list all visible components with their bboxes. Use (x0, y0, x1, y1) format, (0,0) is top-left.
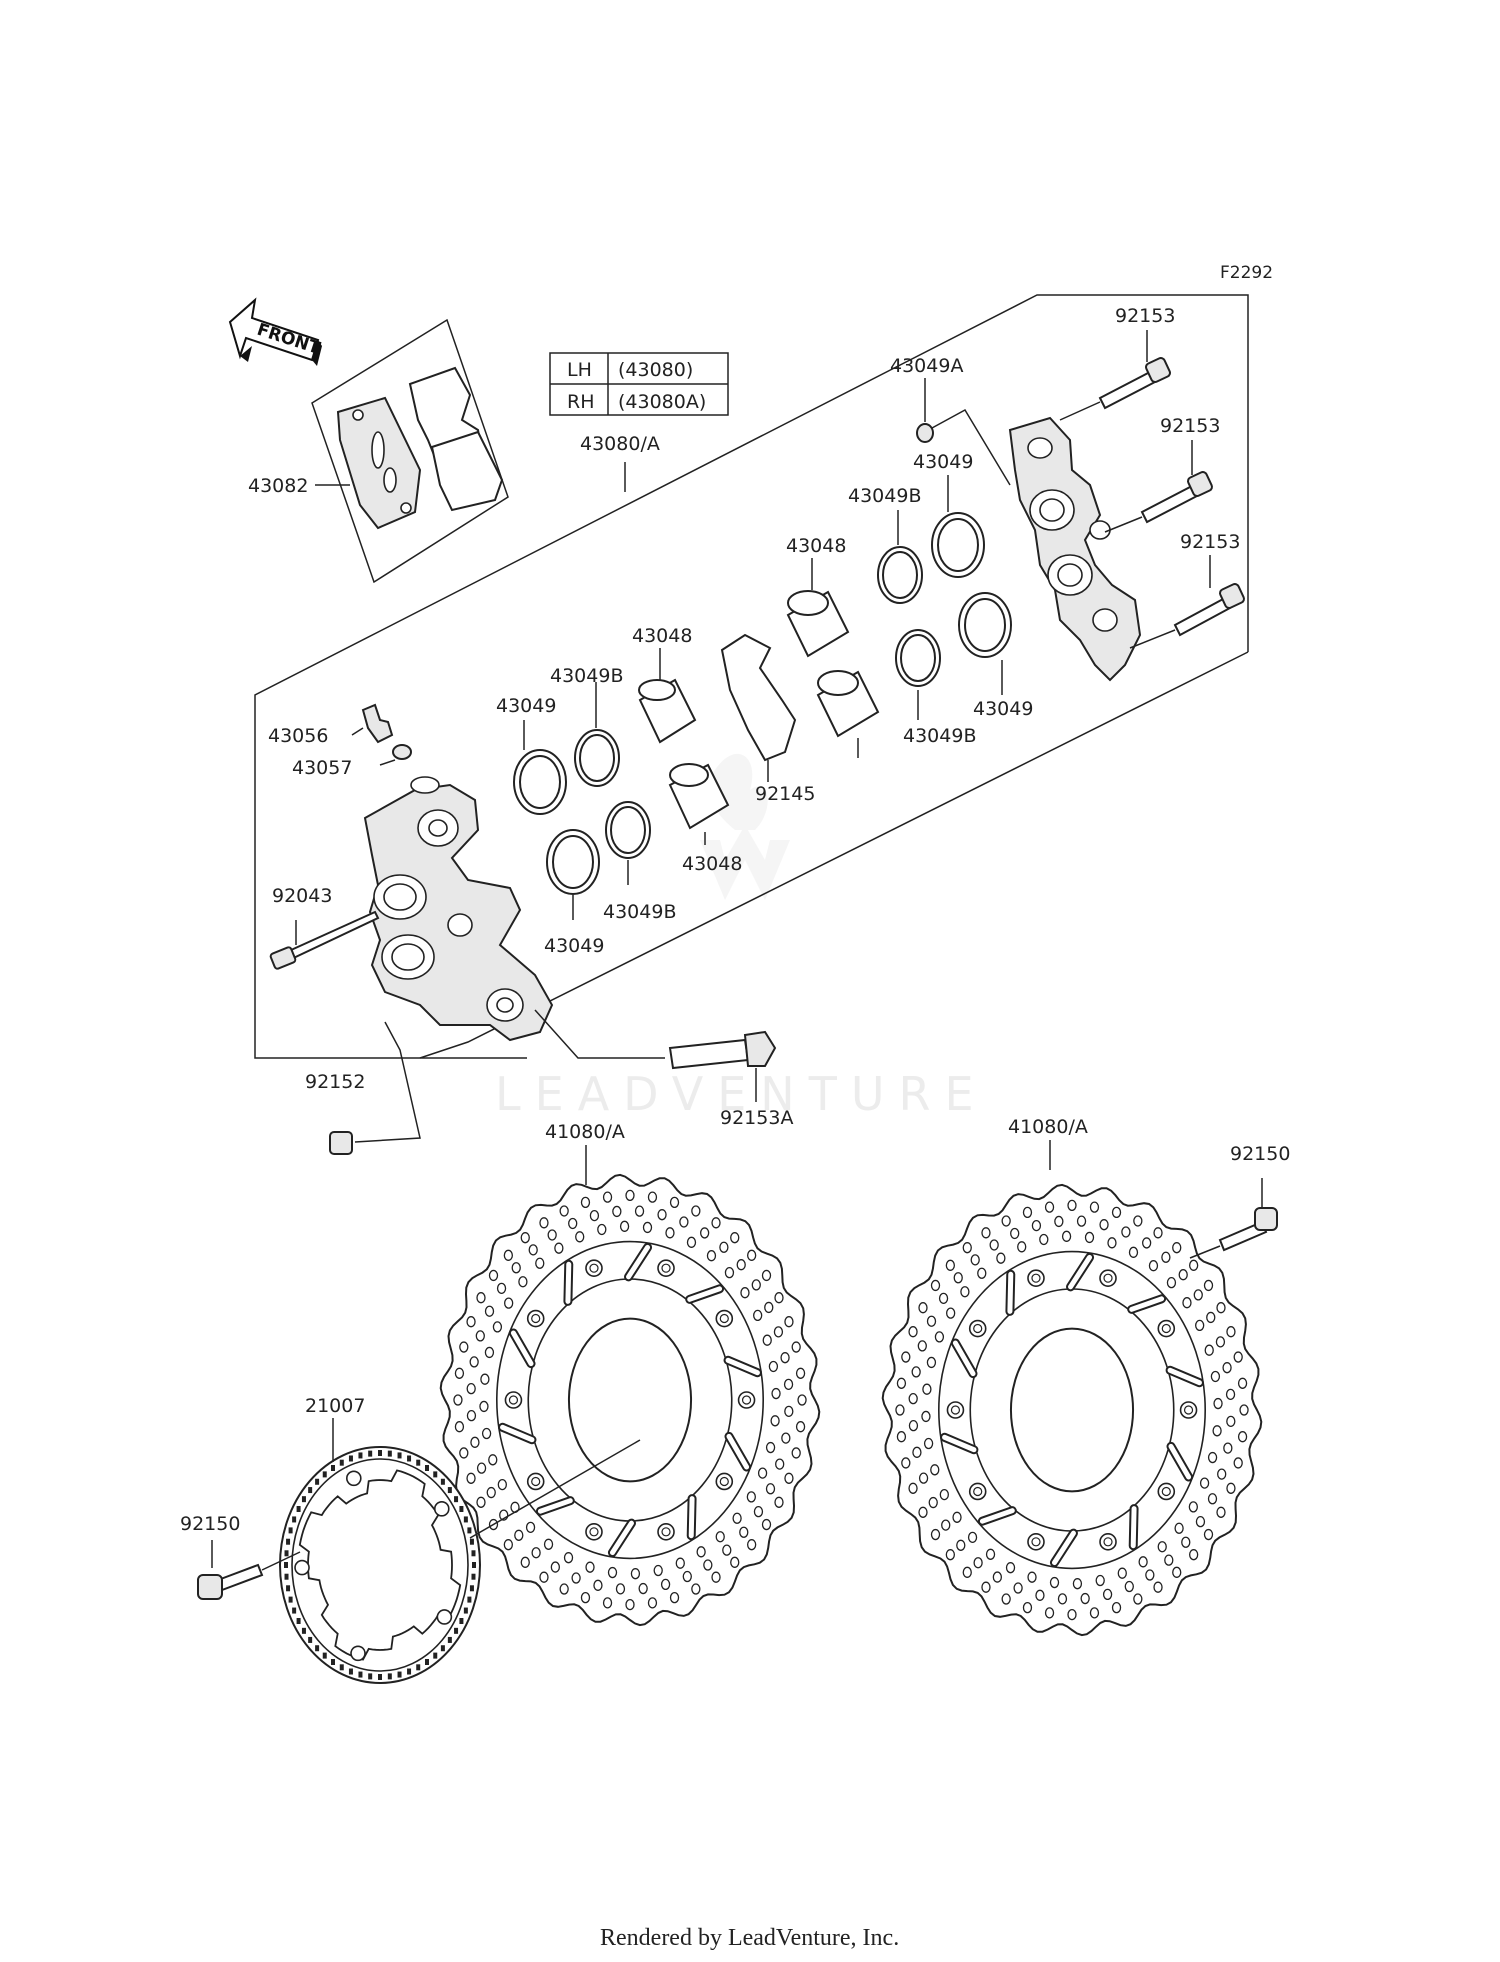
footer-credit: Rendered by LeadVenture, Inc. (600, 1925, 899, 1951)
right-caliper (931, 408, 1142, 682)
screw-left: 92150 (180, 1513, 301, 1600)
left-seals-pistons: 43049 43049B 43048 43048 43049 43049B (496, 625, 742, 957)
pad-spring: 92145 (720, 633, 815, 805)
label-nut: 92152 (305, 1071, 365, 1093)
brake-disc-right (881, 1183, 1263, 1637)
label-bolt-a: 92153A (720, 1107, 793, 1129)
table-part-rh: (43080A) (618, 391, 706, 413)
screw-right: 92150 (1189, 1143, 1290, 1259)
rotor-labels: 21007 (305, 1395, 641, 1539)
label-piston-r1: 43048 (786, 535, 846, 557)
label-seal-l2: 43049 (544, 935, 604, 957)
label-screw-left: 92150 (180, 1513, 240, 1535)
label-disc-right: 41080/A (1008, 1116, 1088, 1138)
watermark-logo-icon (700, 753, 790, 900)
label-seal-b-l1: 43049B (550, 665, 623, 687)
label-seal-a: 43049A (890, 355, 963, 377)
abs-rotor-ring (279, 1446, 481, 1684)
brake-disc-left (439, 1173, 821, 1627)
label-piston-l2: 43048 (682, 853, 742, 875)
label-bolt-low: 92153 (1180, 531, 1240, 553)
label-disc-left: 41080/A (545, 1121, 625, 1143)
label-seal-b-l2: 43049B (603, 901, 676, 923)
label-bolt-mid: 92153 (1160, 415, 1220, 437)
label-seal-b-r1: 43049B (848, 485, 921, 507)
right-bolts: 92153 92153 92153 (1059, 305, 1245, 649)
caliper-assembly-outline: 43080/A F2292 (254, 263, 1273, 1059)
watermark: LEADVENTURE (495, 753, 988, 1121)
ref-code: F2292 (1220, 263, 1273, 283)
table-side-lh: LH (567, 359, 592, 381)
label-bolt-top: 92153 (1115, 305, 1175, 327)
label-seal-l1: 43049 (496, 695, 556, 717)
label-caliper-assy: 43080/A (580, 433, 660, 455)
side-table: LH (43080) RH (43080A) (549, 352, 729, 416)
label-pin: 92043 (272, 885, 332, 907)
table-side-rh: RH (567, 391, 595, 413)
label-spring: 92145 (755, 783, 815, 805)
bleeder-valve: 43056 43057 (268, 703, 412, 779)
label-screw-right: 92150 (1230, 1143, 1290, 1165)
label-piston-l1: 43048 (632, 625, 692, 647)
label-bleeder-cap: 43057 (292, 757, 352, 779)
label-seal-r1: 43049 (913, 451, 973, 473)
label-rotor-ring: 21007 (305, 1395, 365, 1417)
label-pads: 43082 (248, 475, 308, 497)
label-seal-b-r2: 43049B (903, 725, 976, 747)
table-part-lh: (43080) (618, 359, 693, 381)
brake-pad-2 (430, 430, 504, 512)
label-seal-r2: 43049 (973, 698, 1033, 720)
left-caliper (363, 776, 554, 1042)
label-bleeder: 43056 (268, 725, 328, 747)
disc-labels: 41080/A 41080/A (545, 1116, 1088, 1185)
bolt-a: 92153A (534, 1009, 793, 1129)
watermark-text: LEADVENTURE (495, 1067, 988, 1121)
pad-pin: 92043 (269, 885, 380, 970)
nut: 92152 (305, 1021, 421, 1155)
front-arrow: FRONT (228, 297, 323, 366)
pad-kit: 43082 (248, 318, 509, 584)
right-seals-pistons: 43048 43049B 43049 43049A 43049 43049B (786, 355, 1033, 758)
